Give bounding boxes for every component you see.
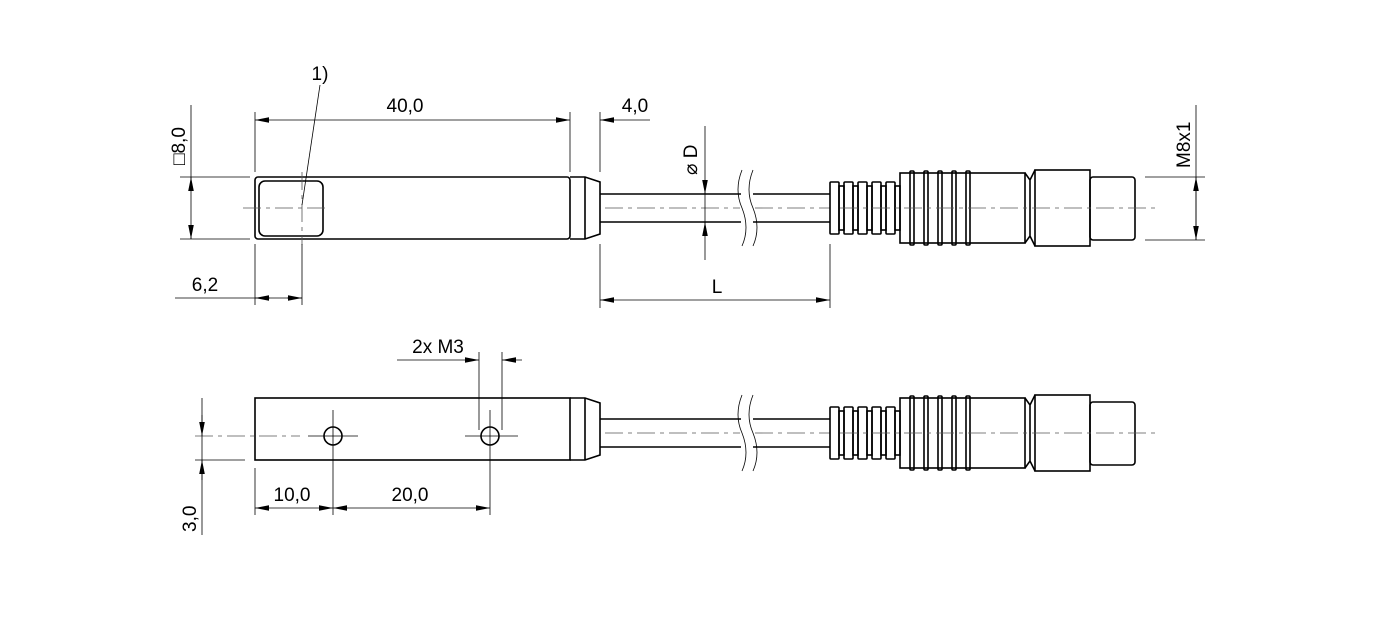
- dim-holes: 2x M3: [412, 337, 464, 358]
- break-line: [737, 169, 747, 247]
- break-line: [737, 394, 747, 472]
- dim-length: 40,0: [387, 96, 424, 117]
- break-gap: [741, 168, 753, 248]
- side-view: [243, 168, 1155, 248]
- dim-square: □8,0: [169, 127, 190, 165]
- end-ring: [570, 397, 601, 461]
- rib: [829, 406, 840, 460]
- end-ring: [570, 176, 601, 240]
- top-view: [195, 393, 1155, 473]
- cable: [600, 393, 830, 473]
- dim-cable-length: L: [712, 277, 723, 298]
- connector-tip: [1089, 401, 1136, 466]
- m8-connector: [829, 169, 1155, 247]
- side-view-dimensions: 40,0 4,0 1) □8,0 6,2 ⌀ D L M8x1: [169, 64, 1205, 308]
- connector-tip: [1089, 176, 1136, 241]
- break-gap: [741, 393, 753, 473]
- sensing-face: [258, 180, 324, 237]
- dim-hole-offset: 3,0: [180, 506, 201, 532]
- m8-connector: [829, 394, 1155, 472]
- dim-thread: M8x1: [1174, 122, 1195, 168]
- break-line: [748, 169, 758, 247]
- dim-hole1: 10,0: [274, 485, 311, 506]
- dim-sensing-offset: 6,2: [192, 275, 218, 296]
- neck: [1024, 394, 1036, 472]
- rib: [829, 181, 840, 235]
- dim-ring: 4,0: [622, 96, 648, 117]
- dim-hole-spacing: 20,0: [392, 485, 429, 506]
- break-line: [748, 394, 758, 472]
- note-ref: 1): [312, 64, 329, 85]
- top-view-dimensions: 2x M3 10,0 20,0 3,0: [180, 337, 522, 535]
- dim-cable-diameter: ⌀ D: [681, 145, 702, 175]
- cable: [600, 168, 830, 248]
- neck: [1024, 169, 1036, 247]
- sensor-body: [254, 397, 571, 461]
